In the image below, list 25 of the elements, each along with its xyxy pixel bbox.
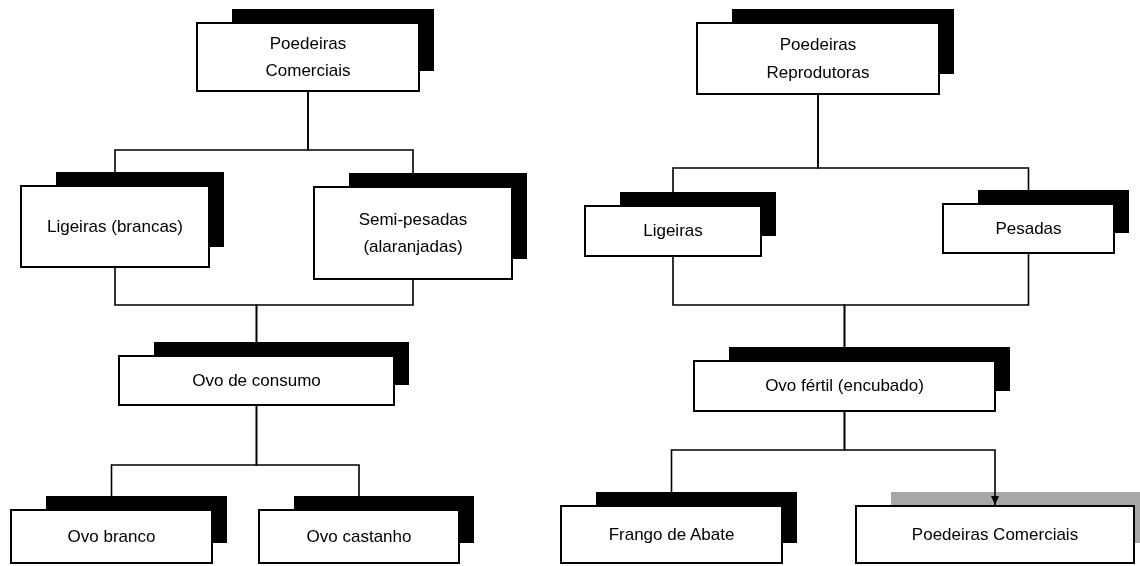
box-label: Ovo de consumo [192,369,321,392]
box-label: Pesadas [995,217,1062,240]
process-box [10,509,213,564]
process-box [560,505,783,564]
process-box [584,205,762,257]
process-box [855,505,1135,564]
box-label: Ovo castanho [306,525,412,548]
process-box [696,22,940,95]
process-box [20,185,210,268]
box-label: Poedeiras Comerciais [264,32,352,82]
process-box [942,203,1115,254]
process-box [693,360,996,412]
box-label: Frango de Abate [608,523,735,546]
box-label: Ovo fértil (encubado) [765,375,924,398]
box-label: Poedeiras Reprodutoras [765,34,871,84]
box-label: Ligeiras (brancas) [46,215,184,238]
process-box [118,355,395,406]
process-box [258,509,460,564]
box-label: Semi-pesadas (alaranjadas) [357,208,469,258]
box-label: Ligeiras [643,220,703,243]
process-box [313,186,513,280]
connector-arrow [843,411,999,506]
box-label: Poedeiras Comerciais [911,523,1079,546]
process-box [196,22,420,92]
box-label: Ovo branco [67,525,156,548]
